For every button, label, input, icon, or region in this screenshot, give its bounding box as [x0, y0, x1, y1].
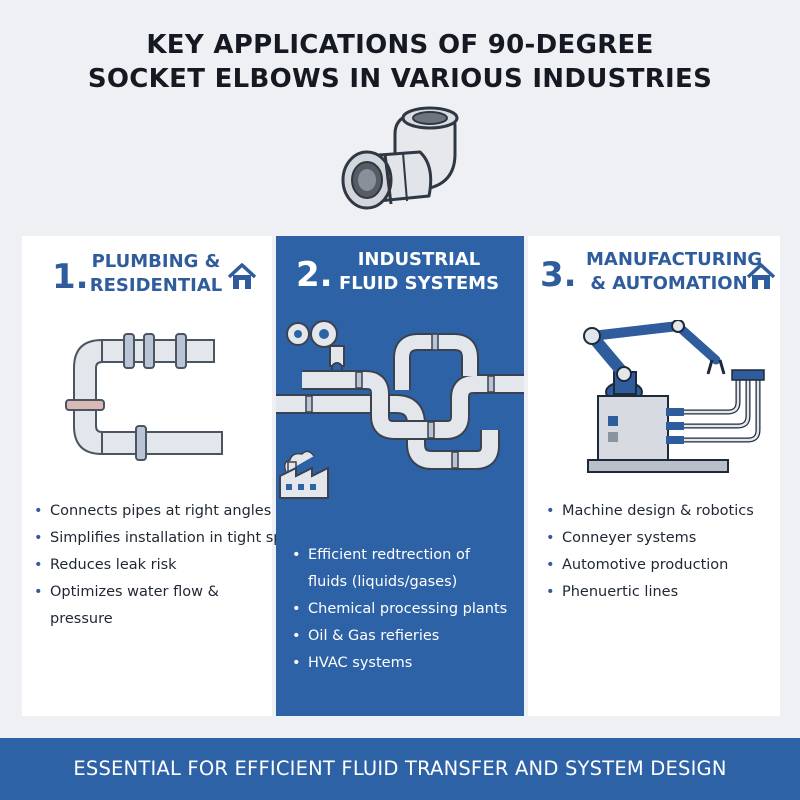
- industrial-pipework-illustration: [276, 320, 524, 499]
- footer-banner: ESSENTIAL FOR EFFICIENT FLUID TRANSFER A…: [0, 738, 800, 800]
- panel-heading: MANUFACTURING & AUTOMATION: [586, 248, 763, 296]
- industrial-fluid-panel: 2. INDUSTRIAL FLUID SYSTEMS: [276, 236, 524, 716]
- industrial-bullet-list: Efficient redtrection of fluids (liquids…: [290, 542, 518, 677]
- panel-heading-line-1: MANUFACTURING: [586, 249, 763, 270]
- gear-icon: [286, 320, 338, 348]
- page-title-line-2: SOCKET ELBOWS IN VARIOUS INDUSTRIES: [87, 64, 713, 94]
- panel-heading: PLUMBING & RESIDENTIAL: [88, 250, 224, 298]
- list-item: Automotive production: [544, 552, 776, 579]
- list-item: Efficient redtrection of fluids (liquids…: [290, 542, 508, 596]
- list-item: Conneyer systems: [544, 525, 776, 552]
- list-item: Oil & Gas refieries: [290, 623, 518, 650]
- list-item: Chemical processing plants: [290, 596, 518, 623]
- page-title-line-1: KEY APPLICATIONS OF 90-DEGREE: [146, 30, 654, 60]
- plumbing-bullet-list: Connects pipes at right angles Simplifie…: [32, 498, 316, 633]
- page-title: KEY APPLICATIONS OF 90-DEGREE SOCKET ELB…: [0, 28, 800, 96]
- robotic-arm-illustration: [583, 320, 765, 473]
- manufacturing-automation-panel: 3. MANUFACTURING & AUTOMATION: [528, 236, 780, 716]
- list-item: Optimizes water flow & pressure: [32, 579, 230, 633]
- panel-heading: INDUSTRIAL FLUID SYSTEMS: [334, 248, 504, 296]
- list-item: Reduces leak risk: [32, 552, 268, 579]
- panel-heading-line-2: RESIDENTIAL: [89, 275, 223, 296]
- manufacturing-bullet-list: Machine design & robotics Conneyer syste…: [544, 498, 776, 606]
- house-icon: [227, 263, 257, 289]
- plumbing-residential-panel: 1. PLUMBING & RESIDENTIAL Connects pipes…: [22, 236, 316, 716]
- factory-icon: [279, 450, 329, 499]
- panel-number: 1.: [52, 257, 89, 297]
- panel-heading-line-1: PLUMBING &: [91, 251, 221, 272]
- list-item: Phenuertic lines: [544, 579, 776, 606]
- list-item: Machine design & robotics: [544, 498, 776, 525]
- list-item: HVAC systems: [290, 650, 518, 677]
- socket-elbow-icon: [341, 106, 459, 210]
- house-icon: [746, 263, 776, 289]
- panel-number: 2.: [296, 255, 333, 295]
- panel-heading-line-2: & AUTOMATION: [590, 273, 748, 294]
- list-item: Simplifies installation in tight spaces: [32, 525, 316, 552]
- list-item: Connects pipes at right angles: [32, 498, 271, 525]
- panel-heading-line-1: INDUSTRIAL: [357, 249, 481, 270]
- panel-number: 3.: [540, 255, 577, 295]
- elbow-pipe-illustration: [65, 333, 223, 461]
- panel-heading-line-2: FLUID SYSTEMS: [338, 273, 500, 294]
